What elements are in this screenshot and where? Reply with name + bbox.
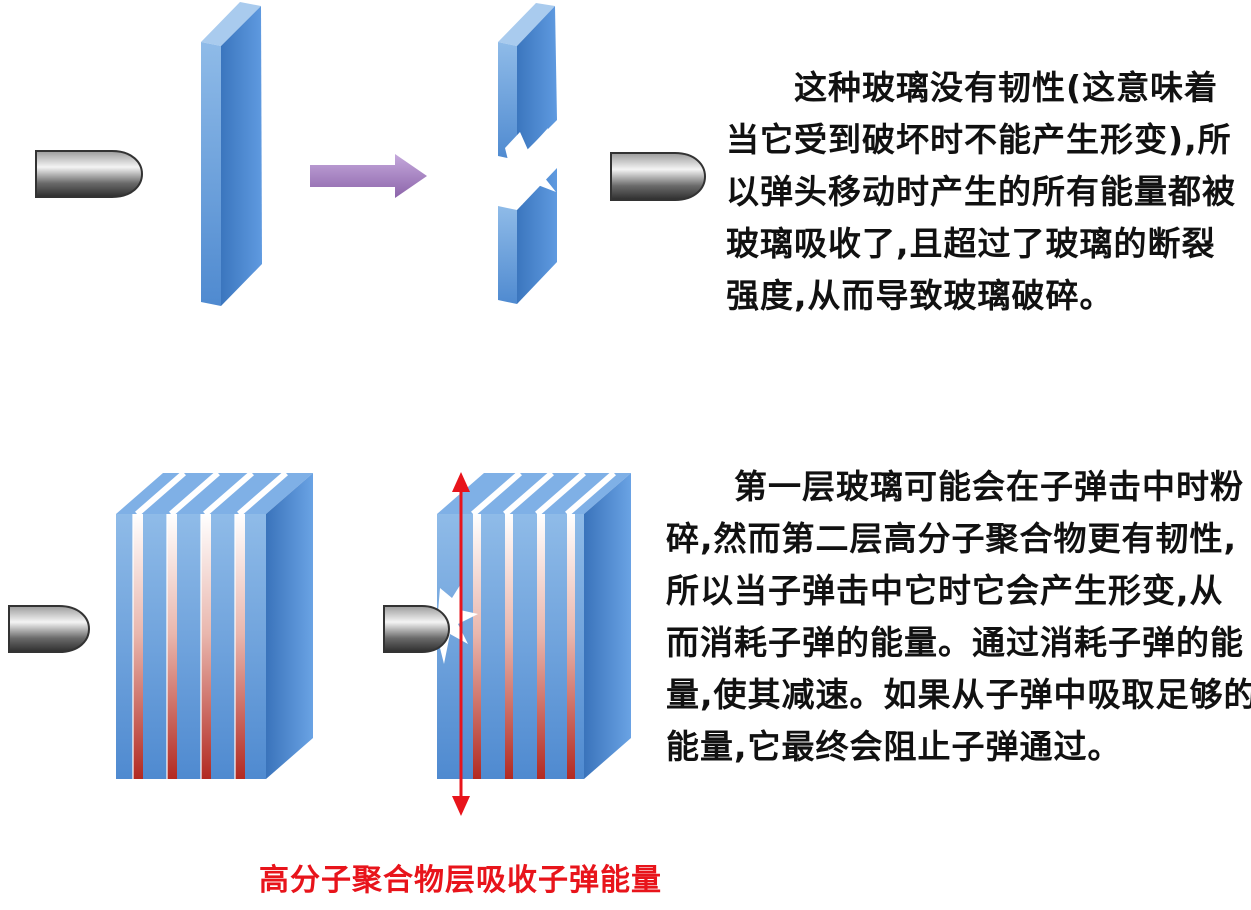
laminated-glass-icon	[437, 470, 631, 779]
text-line: 所以当子弹击中它时它会产生形变,从	[666, 571, 1224, 610]
text-line: 而消耗子弹的能量。通过消耗子弹的能	[666, 623, 1244, 662]
bullet-icon	[8, 605, 90, 653]
text-line: 第一层玻璃可能会在子弹击中时粉	[666, 467, 1244, 506]
single-pane-explanation: 这种玻璃没有韧性(这意味着 当它受到破坏时不能产生形变),所 以弹头移动时产生的…	[726, 62, 1236, 322]
figure-caption: 高分子聚合物层吸收子弹能量	[259, 863, 662, 898]
text-line: 以弹头移动时产生的所有能量都被	[726, 172, 1236, 211]
text-line: 强度,从而导致玻璃破碎。	[726, 276, 1114, 315]
force-double-arrow-icon	[452, 472, 470, 816]
bullet-icon	[610, 152, 706, 201]
text-line: 这种玻璃没有韧性(这意味着	[726, 68, 1219, 107]
glass-pane-icon	[201, 2, 262, 306]
shatter-burst-icon	[490, 3, 565, 304]
bullet-icon	[383, 605, 450, 653]
text-line: 碎,然而第二层高分子聚合物更有韧性,	[666, 519, 1238, 558]
text-line: 玻璃吸收了,且超过了玻璃的断裂	[726, 224, 1216, 263]
bullet-icon	[35, 150, 143, 198]
laminated-glass-icon	[116, 470, 313, 779]
laminated-glass-explanation: 第一层玻璃可能会在子弹击中时粉 碎,然而第二层高分子聚合物更有韧性, 所以当子弹…	[666, 461, 1251, 773]
text-line: 当它受到破坏时不能产生形变),所	[726, 120, 1232, 159]
text-line: 能量,它最终会阻止子弹通过。	[666, 727, 1122, 766]
text-line: 量,使其减速。如果从子弹中吸取足够的	[666, 675, 1251, 714]
direction-arrow-icon	[310, 154, 427, 198]
